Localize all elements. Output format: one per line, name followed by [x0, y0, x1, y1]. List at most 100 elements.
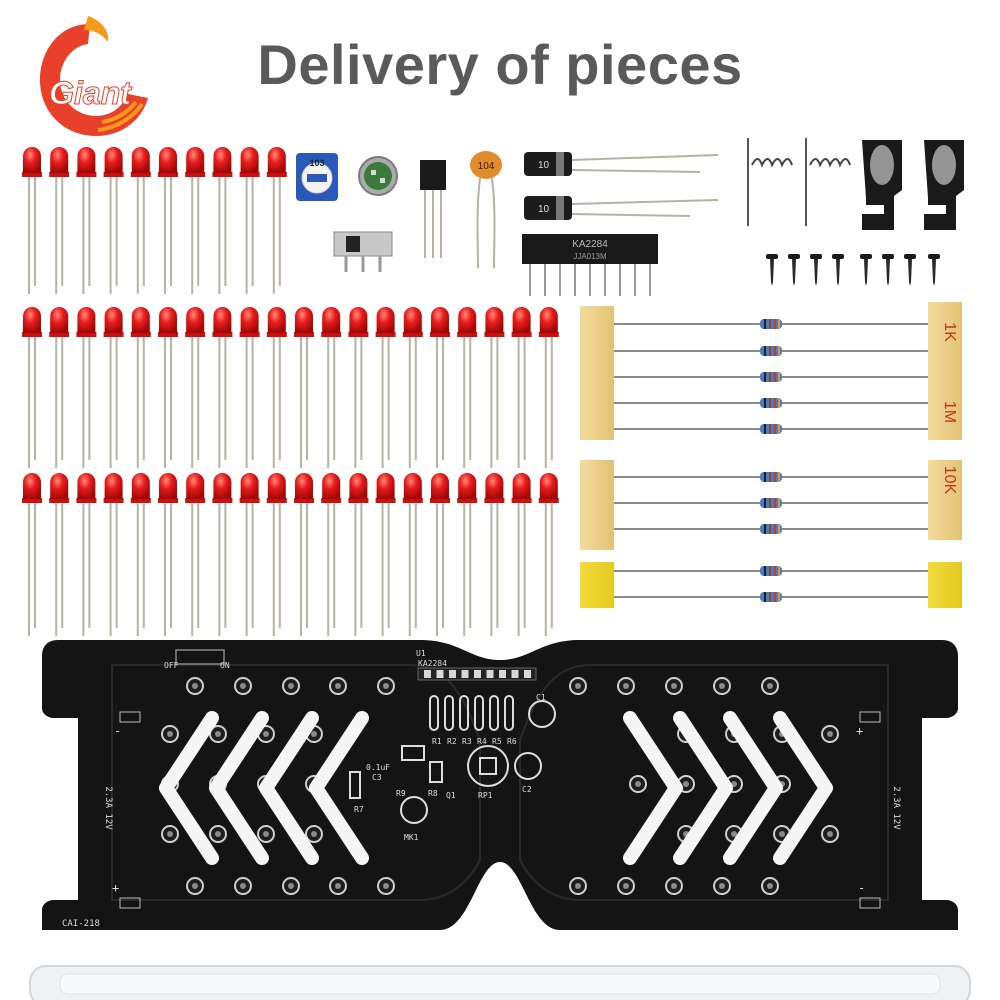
- led: [76, 307, 97, 468]
- ic-chip: KA2284 JJA013M: [522, 234, 658, 296]
- led: [212, 473, 233, 636]
- led: [538, 307, 559, 468]
- led: [212, 307, 233, 468]
- led: [103, 147, 124, 294]
- led: [49, 147, 70, 294]
- pcb-minus-right: -: [858, 881, 865, 895]
- pcb-plus-right: +: [856, 724, 863, 738]
- ceramic-capacitor: 104: [470, 151, 502, 269]
- led: [430, 473, 450, 636]
- led: [266, 307, 287, 468]
- logo-text: Giant: [49, 75, 132, 111]
- led: [103, 473, 124, 636]
- led: [457, 307, 478, 468]
- led: [348, 307, 369, 468]
- led-row-top: [22, 147, 287, 294]
- led: [511, 473, 532, 636]
- pcb-off-label: OFF: [164, 661, 179, 670]
- slide-switch: [333, 231, 393, 272]
- led: [103, 307, 124, 468]
- pcb-voltage-left: 2.3A 12V: [103, 786, 113, 830]
- led: [130, 147, 151, 294]
- pcb-c3-label: C3: [372, 773, 382, 782]
- led-row-bottom: [22, 473, 559, 636]
- led: [22, 307, 42, 468]
- led: [321, 307, 342, 468]
- chip-sublabel: JJA013M: [573, 252, 607, 261]
- led: [22, 473, 42, 636]
- led: [158, 307, 178, 468]
- electrolytic-label-1: 10: [538, 160, 550, 171]
- pcb-r7-label: R7: [354, 805, 364, 814]
- led-row-middle: [22, 307, 559, 468]
- pcb-r3-label: R3: [462, 737, 472, 746]
- pcb-mk1-label: MK1: [404, 833, 419, 842]
- led: [430, 307, 450, 468]
- pcb-r9-label: R9: [396, 789, 406, 798]
- electrolytic-capacitors: 10 10: [524, 152, 719, 220]
- led: [76, 473, 97, 636]
- led: [375, 473, 396, 636]
- led: [348, 473, 369, 636]
- chip-label: KA2284: [572, 239, 608, 250]
- led: [185, 307, 206, 468]
- led: [239, 147, 260, 294]
- led: [484, 307, 505, 468]
- led: [402, 307, 423, 468]
- pcb-c2-label: C2: [522, 785, 532, 794]
- resistor-strips: 1K 1M 10K: [580, 302, 962, 608]
- led: [266, 147, 287, 294]
- led: [321, 473, 342, 636]
- pcb-q1-label: Q1: [446, 791, 456, 800]
- tape-label-1m: 1M: [941, 401, 958, 423]
- pcb-on-label: ON: [220, 661, 230, 670]
- pcb-board: OFF ON U1 KA2284 2.3A 12V 2.3A 12V CAI-2…: [42, 640, 958, 930]
- electrolytic-label-2: 10: [538, 204, 550, 215]
- pcb-voltage-right: 2.3A 12V: [891, 786, 901, 830]
- led: [457, 473, 478, 636]
- pcb-r2-label: R2: [447, 737, 457, 746]
- pcb-plus-left: +: [112, 881, 119, 895]
- plastic-case: [29, 965, 971, 1000]
- pcb-u1-label: U1: [416, 649, 426, 658]
- pcb-r8-label: R8: [428, 789, 438, 798]
- pcb-model-label: CAI-218: [62, 919, 100, 929]
- trimmer-potentiometer: 103: [296, 153, 338, 201]
- giant-logo: Giant: [40, 16, 148, 136]
- led: [239, 307, 260, 468]
- tape-label-1k: 1K: [941, 322, 958, 342]
- led: [130, 307, 151, 468]
- microphone: [358, 156, 398, 196]
- pcb-r5-label: R5: [492, 737, 502, 746]
- transistor: [420, 160, 446, 258]
- led: [484, 473, 505, 636]
- led: [511, 307, 532, 468]
- battery-clips: [862, 140, 964, 230]
- pcb-rp1-label: RP1: [478, 791, 493, 800]
- tape-label-10k: 10K: [941, 466, 958, 495]
- led: [239, 473, 260, 636]
- pcb-chip-label: KA2284: [418, 659, 447, 668]
- led: [22, 147, 42, 294]
- led: [185, 473, 206, 636]
- led: [49, 307, 70, 468]
- capacitor-label: 104: [478, 161, 495, 172]
- led: [402, 473, 423, 636]
- led: [185, 147, 206, 294]
- pcb-r6-label: R6: [507, 737, 517, 746]
- led: [294, 307, 314, 468]
- pcb-r1-label: R1: [432, 737, 442, 746]
- led: [158, 147, 178, 294]
- led: [375, 307, 396, 468]
- led: [158, 473, 178, 636]
- pcb-minus-left: -: [114, 724, 121, 738]
- trimmer-label: 103: [309, 158, 324, 168]
- led: [538, 473, 559, 636]
- screws: [766, 254, 940, 286]
- led: [294, 473, 314, 636]
- led: [266, 473, 287, 636]
- led: [130, 473, 151, 636]
- led: [212, 147, 233, 294]
- page-title: Delivery of pieces: [257, 33, 743, 96]
